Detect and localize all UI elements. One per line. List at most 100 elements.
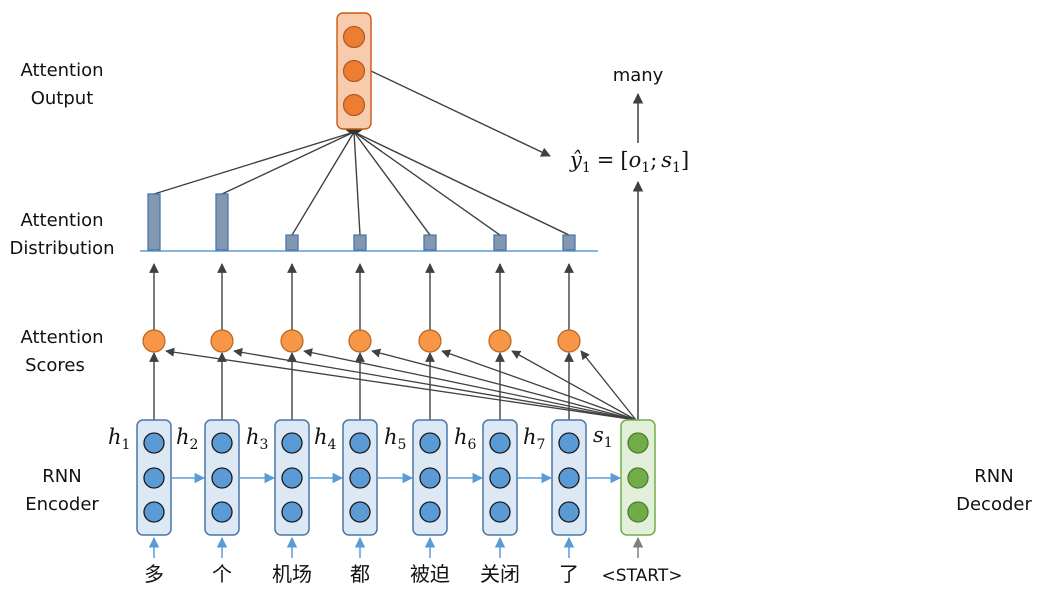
attention-bar: [147, 193, 161, 251]
encoder-neuron: [349, 432, 371, 454]
input-token: 了: [559, 562, 579, 586]
decoder-to-score-arrow: [511, 350, 637, 421]
label-rnn-encoder-line2: Encoder: [25, 494, 99, 515]
decoder-state-label: s1: [593, 423, 613, 451]
encoder-neuron: [558, 501, 580, 523]
decoder-to-score-arrow: [371, 348, 637, 421]
decoder-to-score-arrow: [441, 349, 637, 421]
bar-to-output-line: [353, 131, 501, 236]
decoder-cell: s1 <START>: [593, 419, 683, 586]
label-rnn-decoder: RNN Decoder: [956, 466, 1032, 515]
connection-lines: [149, 70, 644, 421]
bar-to-output-line: [221, 131, 355, 195]
attention-score-nodes: [142, 329, 581, 353]
label-attention-distribution-line2: Distribution: [9, 238, 114, 259]
output-neuron: [342, 25, 366, 49]
encoder-cell: h5 被迫: [384, 419, 484, 586]
encoder-cell: h4 都: [314, 419, 414, 586]
hidden-state-label: h5: [384, 425, 406, 453]
encoder-neuron: [349, 501, 371, 523]
encoder-neuron: [489, 467, 511, 489]
attention-bar: [423, 234, 437, 251]
encoder-neuron: [143, 467, 165, 489]
attention-output-cell: [336, 12, 372, 134]
attention-bar: [285, 234, 299, 251]
decoder-to-score-arrow: [165, 347, 637, 421]
encoder-neuron: [281, 432, 303, 454]
label-rnn-encoder-line1: RNN: [42, 466, 81, 487]
encoder-neuron: [349, 467, 371, 489]
attention-bar: [215, 193, 229, 251]
encoder-neuron: [558, 467, 580, 489]
decoder-neuron: [627, 501, 649, 523]
input-token: 都: [350, 562, 370, 586]
encoder-neuron: [143, 432, 165, 454]
encoder-cell: h6 关闭: [454, 419, 553, 586]
encoder-neuron: [419, 432, 441, 454]
encoder-cells: h1 多 h2 个 h3 机场 h4 都 h5 被迫 h6 关闭 h7 了: [108, 419, 622, 586]
prediction-formula: ŷ1=[o1;s1]: [569, 148, 689, 176]
bar-to-output-line: [291, 131, 355, 236]
decoder-to-score-arrow: [233, 347, 637, 421]
attention-bars: [147, 193, 576, 251]
input-token: 个: [212, 562, 232, 586]
label-attention-output-line1: Attention: [20, 60, 103, 81]
decoder-neuron: [627, 432, 649, 454]
attention-score-node: [348, 329, 372, 353]
encoder-neuron: [143, 501, 165, 523]
label-attention-scores-line1: Attention: [20, 327, 103, 348]
hidden-state-label: h4: [314, 425, 337, 453]
encoder-neuron: [211, 467, 233, 489]
attention-bar: [562, 234, 576, 251]
encoder-cell: h7 了: [523, 419, 622, 586]
attention-score-node: [210, 329, 234, 353]
bar-to-output-line: [153, 131, 355, 195]
label-attention-distribution: Attention Distribution: [9, 210, 114, 259]
attention-score-node: [142, 329, 166, 353]
attention-bar: [353, 234, 367, 251]
encoder-neuron: [489, 432, 511, 454]
encoder-neuron: [281, 501, 303, 523]
encoder-cell: h3 机场: [246, 419, 344, 586]
attention-score-node: [280, 329, 304, 353]
label-rnn-decoder-line1: RNN: [974, 466, 1013, 487]
label-attention-output: Attention Output: [20, 60, 103, 109]
hidden-state-label: h3: [246, 425, 268, 453]
attention-score-node: [557, 329, 581, 353]
output-to-formula-arrow: [370, 70, 551, 157]
decoder-neuron: [627, 467, 649, 489]
encoder-neuron: [419, 501, 441, 523]
prediction-formula-text: ŷ1=[o1;s1]: [569, 148, 689, 176]
encoder-neuron: [281, 467, 303, 489]
decoder-input-token: <START>: [602, 566, 683, 586]
hidden-state-label: h7: [523, 425, 545, 453]
output-neuron: [342, 59, 366, 83]
hidden-state-label: h1: [108, 425, 130, 453]
label-attention-output-line2: Output: [31, 88, 94, 109]
input-token: 关闭: [480, 562, 520, 586]
input-token: 机场: [272, 562, 312, 586]
label-rnn-decoder-line2: Decoder: [956, 494, 1032, 515]
decoder-to-score-arrow: [580, 350, 637, 421]
encoder-neuron: [211, 501, 233, 523]
hidden-state-label: h6: [454, 425, 477, 453]
encoder-cell: h1 多: [108, 419, 206, 586]
encoder-neuron: [211, 432, 233, 454]
output-word: many: [613, 65, 664, 86]
bar-to-output-line: [353, 131, 361, 236]
encoder-neuron: [489, 501, 511, 523]
attention-bar: [493, 234, 507, 251]
decoder-cell: s1 <START>: [593, 419, 683, 586]
label-rnn-encoder: RNN Encoder: [25, 466, 99, 515]
encoder-neuron: [419, 467, 441, 489]
input-token: 被迫: [410, 562, 450, 586]
attention-score-node: [418, 329, 442, 353]
output-neuron: [342, 93, 366, 117]
input-token: 多: [144, 562, 164, 586]
hidden-state-label: h2: [176, 425, 198, 453]
bar-to-output-line: [353, 131, 431, 236]
attention-score-node: [488, 329, 512, 353]
encoder-cell: h2 个: [176, 419, 276, 586]
label-attention-distribution-line1: Attention: [20, 210, 103, 231]
